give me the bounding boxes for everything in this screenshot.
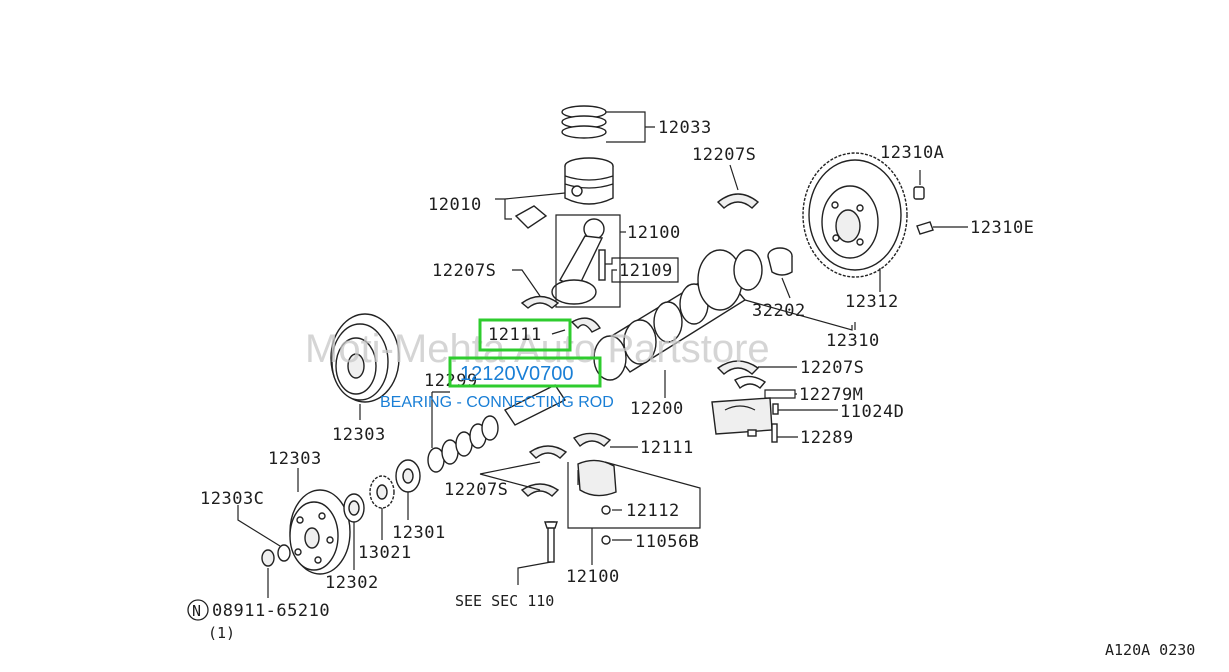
piston-pin-part[interactable] <box>514 205 548 229</box>
label-12302[interactable]: 12302 <box>325 573 379 593</box>
pulley-key-part[interactable] <box>427 415 499 473</box>
label-quantity: (1) <box>208 624 235 642</box>
connecting-rod-bolt-part[interactable] <box>598 249 606 281</box>
label-08911-65210[interactable]: 08911-65210 <box>212 601 330 621</box>
see-section-note[interactable]: SEE SEC 110 <box>455 592 554 610</box>
label-12207s-left[interactable]: 12207S <box>432 261 496 281</box>
label-12200[interactable]: 12200 <box>630 399 684 419</box>
crank-pulley-upper-part[interactable] <box>330 313 400 403</box>
label-12289[interactable]: 12289 <box>800 428 854 448</box>
label-12100-top[interactable]: 12100 <box>627 223 681 243</box>
piston-rings-part[interactable] <box>561 105 607 139</box>
label-12111-top[interactable]: 12111 <box>488 325 542 345</box>
crank-spacer-part[interactable] <box>343 493 365 523</box>
label-12111-bottom[interactable]: 12111 <box>640 438 694 458</box>
label-12010[interactable]: 12010 <box>428 195 482 215</box>
crankshaft-part[interactable] <box>503 249 763 426</box>
flywheel-bolt-part[interactable] <box>913 186 925 200</box>
label-12207s-right[interactable]: 12207S <box>800 358 864 378</box>
connecting-rod-part[interactable] <box>551 218 605 305</box>
label-12310e[interactable]: 12310E <box>970 218 1034 238</box>
label-11024d[interactable]: 11024D <box>840 402 904 422</box>
label-12310[interactable]: 12310 <box>826 331 880 351</box>
label-12207s-bottom[interactable]: 12207S <box>444 480 508 500</box>
label-11056b[interactable]: 11056B <box>635 532 699 552</box>
label-12312[interactable]: 12312 <box>845 292 899 312</box>
cap-bolt-part[interactable] <box>772 403 779 415</box>
label-13021[interactable]: 13021 <box>358 543 412 563</box>
label-12279m[interactable]: 12279M <box>799 385 863 405</box>
label-12112[interactable]: 12112 <box>626 501 680 521</box>
label-12301[interactable]: 12301 <box>392 523 446 543</box>
main-bearing-cap-part[interactable] <box>711 397 773 437</box>
label-12303c[interactable]: 12303C <box>200 489 264 509</box>
n-marker-icon: N <box>187 599 209 621</box>
label-12310a[interactable]: 12310A <box>880 143 944 163</box>
svg-text:N: N <box>192 602 201 620</box>
crank-pulley-lower-part[interactable] <box>289 489 351 575</box>
pilot-bushing-part[interactable] <box>767 247 793 276</box>
highlight-box-12111 <box>478 318 572 352</box>
flywheel-part[interactable] <box>802 152 908 278</box>
main-bearing-upper-part[interactable] <box>716 193 760 209</box>
label-12207s-top[interactable]: 12207S <box>692 145 756 165</box>
label-12109[interactable]: 12109 <box>619 261 673 281</box>
dowel-pin-part[interactable] <box>916 221 934 235</box>
label-12303-right[interactable]: 12303 <box>332 425 386 445</box>
crank-sprocket-part[interactable] <box>369 475 395 509</box>
selected-part-name: BEARING - CONNECTING ROD <box>380 394 614 411</box>
oil-pump-drive-part[interactable] <box>395 459 421 493</box>
label-12033[interactable]: 12033 <box>658 118 712 138</box>
thrust-bearing-part[interactable] <box>734 375 767 390</box>
bolt-part[interactable] <box>544 521 558 563</box>
label-12100-bottom[interactable]: 12100 <box>566 567 620 587</box>
cap-bolt-long-part[interactable] <box>771 423 778 443</box>
rod-cap-part[interactable] <box>577 459 617 545</box>
crank-nut-part[interactable] <box>261 549 275 567</box>
rod-bearing-upper-part[interactable] <box>520 295 602 333</box>
crank-washer-part[interactable] <box>277 544 291 562</box>
selected-part-code[interactable]: 12120V0700 <box>460 363 573 385</box>
piston-part[interactable] <box>564 157 614 205</box>
highlight-box-selected-part <box>448 356 602 388</box>
main-bearing-right-part[interactable] <box>716 360 760 375</box>
diagram-code: A120A 0230 <box>1105 641 1195 659</box>
label-12303-left[interactable]: 12303 <box>268 449 322 469</box>
